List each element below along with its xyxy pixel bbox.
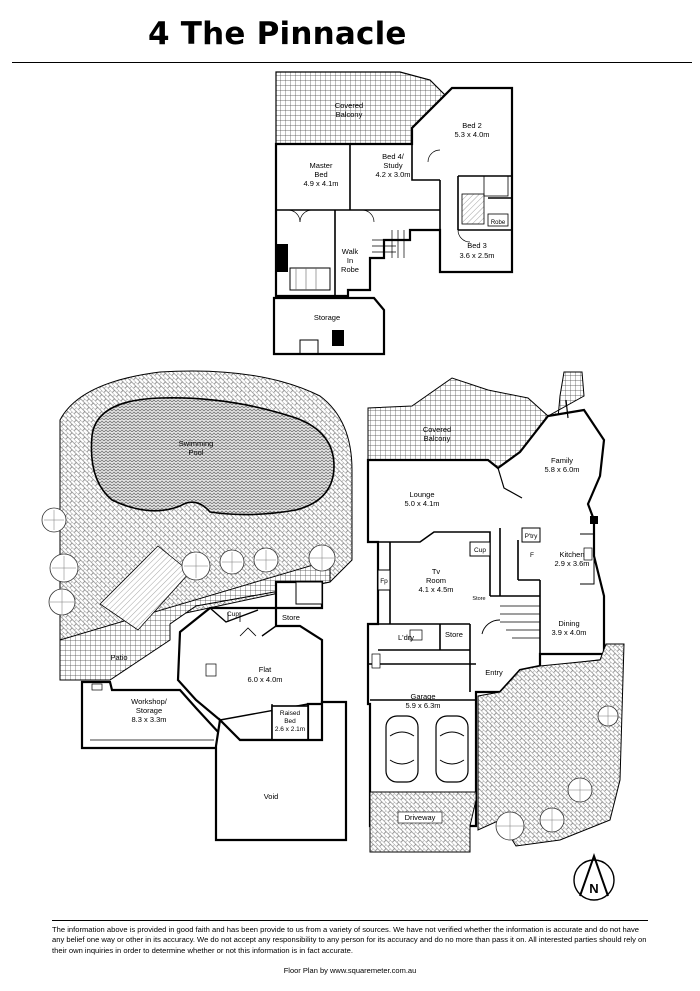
fridge-label: F xyxy=(530,552,534,559)
footer-rule xyxy=(52,920,648,921)
laundry-label: L'dry xyxy=(398,633,414,642)
store-small-label: Store xyxy=(472,596,485,602)
master-bed-label-1: Master xyxy=(310,161,333,170)
upper-floor xyxy=(272,71,514,356)
flat-label: Flat xyxy=(259,665,272,674)
workshop-size: 8.3 x 3.3m xyxy=(131,715,166,724)
garage-cars xyxy=(385,715,469,783)
walk-in-robe-label-1: Walk xyxy=(342,247,359,256)
bed4-label-2: Study xyxy=(383,161,402,170)
family-size: 5.8 x 6.0m xyxy=(544,465,579,474)
raised-bed-label-1: Raised xyxy=(280,710,301,717)
workshop-label-2: Storage xyxy=(136,706,162,715)
bed4-label-1: Bed 4/ xyxy=(382,152,405,161)
family-label: Family xyxy=(551,456,573,465)
bed2-label: Bed 2 xyxy=(462,121,482,130)
walk-in-robe-label-3: Robe xyxy=(341,265,359,274)
master-bed-size: 4.9 x 4.1m xyxy=(303,179,338,188)
flat-size: 6.0 x 4.0m xyxy=(247,675,282,684)
pool-label-1: Swimming xyxy=(179,439,214,448)
bed3-size: 3.6 x 2.5m xyxy=(459,251,494,260)
patio-label: Patio xyxy=(110,653,127,662)
upper-balcony-label-2: Balcony xyxy=(336,110,363,119)
pool-label-2: Pool xyxy=(188,448,203,457)
tv-cup-label: Cup xyxy=(474,547,486,554)
tv-room-label-2: Room xyxy=(426,576,446,585)
page-title: 4 The Pinnacle xyxy=(148,16,407,52)
garage-label: Garage xyxy=(410,692,435,701)
north-label: N xyxy=(589,881,598,896)
bed3-label: Bed 3 xyxy=(467,241,487,250)
tv-room-label-1: Tv xyxy=(432,567,441,576)
lower-balcony-label-2: Balcony xyxy=(424,434,451,443)
lounge-size: 5.0 x 4.1m xyxy=(404,499,439,508)
raised-bed-size: 2.6 x 2.1m xyxy=(275,726,305,733)
walk-in-robe-label-2: In xyxy=(347,256,353,265)
store-label: Store xyxy=(445,630,463,639)
driveway-tag: Driveway xyxy=(397,811,443,824)
bed2-size: 5.3 x 4.0m xyxy=(454,130,489,139)
north-arrow-icon: N xyxy=(573,852,615,901)
dining-size: 3.9 x 4.0m xyxy=(551,628,586,637)
disclaimer-text: The information above is provided in goo… xyxy=(52,925,647,955)
master-bed-label-2: Bed xyxy=(314,170,327,179)
lower-right-floor xyxy=(366,371,625,853)
tv-room-size: 4.1 x 4.5m xyxy=(418,585,453,594)
upper-labels: Covered Balcony Master Bed 4.9 x 4.1m Be… xyxy=(303,101,505,322)
void-label: Void xyxy=(264,792,279,801)
lower-balcony-label-1: Covered xyxy=(423,425,451,434)
lower-right-labels: Covered Balcony Family 5.8 x 6.0m Lounge… xyxy=(380,425,590,824)
raised-bed-label-2: Bed xyxy=(284,718,296,725)
lower-left-floor xyxy=(41,370,353,842)
workshop-label-1: Workshop/ xyxy=(131,697,168,706)
fireplace-label: Fp xyxy=(380,578,388,585)
driveway-label: Driveway xyxy=(405,813,436,822)
robe-label: Robe xyxy=(491,220,506,226)
lower-left-labels: Swimming Pool Patio Cup Store Flat 6.0 x… xyxy=(110,439,305,801)
floor-plan-credit: Floor Plan by www.squaremeter.com.au xyxy=(283,966,417,975)
title-rule xyxy=(12,62,692,63)
garage-size: 5.9 x 6.3m xyxy=(405,701,440,710)
entry-label: Entry xyxy=(485,668,503,677)
flat-cup-label: Cup xyxy=(227,611,239,618)
kitchen-label: Kitchen xyxy=(559,550,584,559)
dining-label: Dining xyxy=(558,619,579,628)
kitchen-size: 2.9 x 3.6m xyxy=(554,559,589,568)
upper-balcony-label-1: Covered xyxy=(335,101,363,110)
storage-label: Storage xyxy=(314,313,340,322)
flat-store-label: Store xyxy=(282,613,300,622)
lounge-label: Lounge xyxy=(409,490,434,499)
pantry-label: P'try xyxy=(525,533,539,540)
bed4-size: 4.2 x 3.0m xyxy=(375,170,410,179)
